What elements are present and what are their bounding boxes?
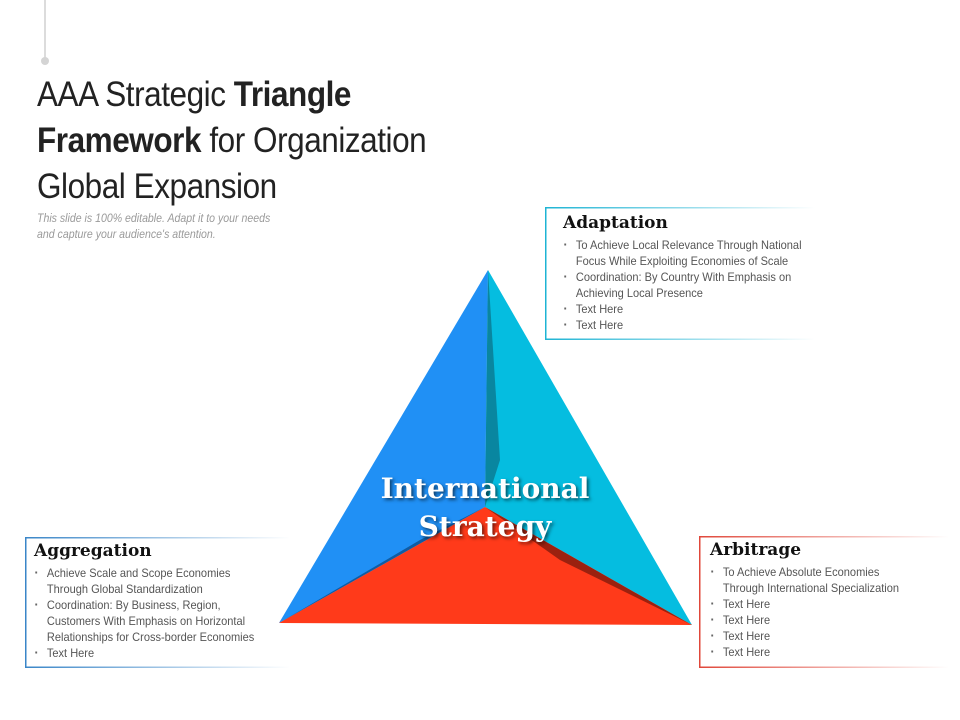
card-title: Arbitrage bbox=[710, 540, 802, 560]
subtitle-line-2: and capture your audience's attention. bbox=[37, 227, 216, 241]
title-part-bold: Triangle bbox=[233, 75, 352, 114]
list-item-continuation: Focus While Exploiting Economies of Scal… bbox=[575, 254, 789, 268]
title-part-bold: Framework bbox=[37, 121, 202, 160]
list-item-continuation: Through Global Standardization bbox=[46, 582, 203, 596]
aggregation-card: Aggregation Achieve Scale and Scope Econ… bbox=[25, 537, 290, 668]
center-label-line-2: Strategy bbox=[418, 510, 552, 543]
list-item: Text Here bbox=[710, 596, 921, 612]
list-item-continuation: Achieving Local Presence bbox=[575, 286, 703, 300]
list-item: Coordination: By Business, Region, bbox=[34, 597, 260, 613]
subtitle-line-1: This slide is 100% editable. Adapt it to… bbox=[37, 211, 271, 225]
card-title: Aggregation bbox=[34, 541, 152, 561]
center-label: International Strategy bbox=[330, 470, 640, 546]
list-item-continuation: Relationships for Cross-border Economies bbox=[46, 630, 255, 644]
title-part: for Organization bbox=[201, 121, 427, 160]
list-item: Text Here bbox=[710, 628, 921, 644]
subtitle: This slide is 100% editable. Adapt it to… bbox=[37, 210, 283, 242]
title-part: AAA Strategic bbox=[37, 75, 234, 114]
list-item: To Achieve Absolute Economies bbox=[710, 564, 921, 580]
list-item: To Achieve Local Relevance Through Natio… bbox=[563, 237, 802, 253]
card-list: To Achieve Local Relevance Through Natio… bbox=[563, 237, 803, 333]
list-item: Text Here bbox=[34, 645, 260, 661]
list-item-continuation: Through International Specialization bbox=[722, 581, 900, 595]
list-item: Text Here bbox=[563, 317, 784, 333]
list-item-continuation: Customers With Emphasis on Horizontal bbox=[46, 614, 246, 628]
title-part: Global Expansion bbox=[37, 167, 277, 206]
list-item: Achieve Scale and Scope Economies bbox=[34, 565, 260, 581]
page-title: AAA Strategic Triangle Framework for Org… bbox=[37, 72, 451, 210]
card-list: To Achieve Absolute Economies Through In… bbox=[710, 564, 939, 660]
list-item: Text Here bbox=[563, 301, 784, 317]
card-title: Adaptation bbox=[563, 213, 668, 233]
left-face bbox=[279, 270, 488, 623]
center-label-line-1: International bbox=[380, 472, 590, 505]
arbitrage-card: Arbitrage To Achieve Absolute Economies … bbox=[699, 536, 949, 668]
list-item: Text Here bbox=[710, 644, 921, 660]
card-list: Achieve Scale and Scope Economies Throug… bbox=[34, 565, 280, 661]
list-item: Text Here bbox=[710, 612, 921, 628]
adaptation-card: Adaptation To Achieve Local Relevance Th… bbox=[545, 207, 815, 340]
list-item: Coordination: By Country With Emphasis o… bbox=[563, 269, 791, 285]
decorative-dot bbox=[41, 57, 49, 65]
decorative-line bbox=[44, 0, 46, 58]
